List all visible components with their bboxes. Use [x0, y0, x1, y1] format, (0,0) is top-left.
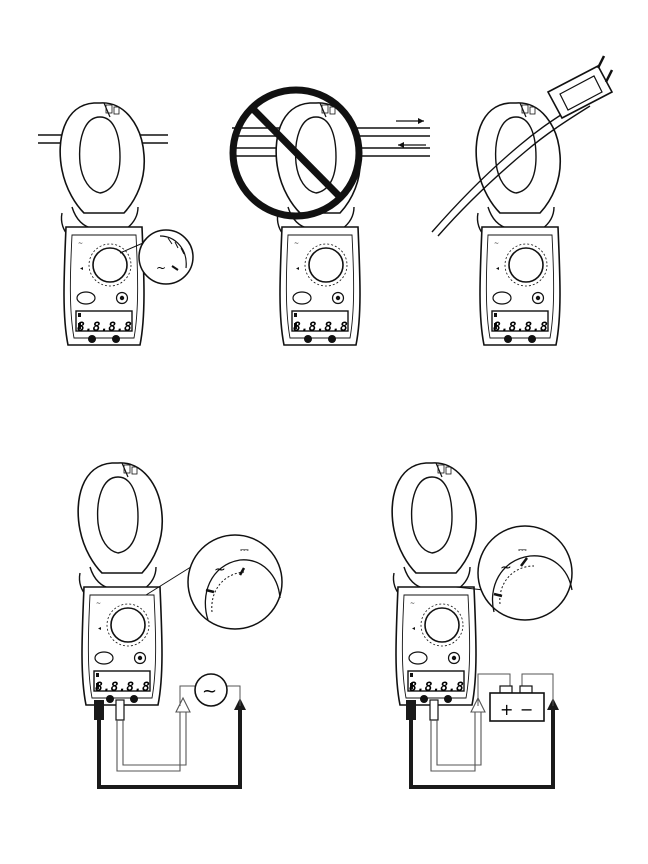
- dc-symbol: ⎓: [240, 543, 249, 556]
- battery-icon: [490, 693, 544, 721]
- panel-dc-voltage-battery: 8.8.8.8 ~ ⎓ + −: [392, 463, 572, 787]
- black-lead-plug: [94, 700, 104, 720]
- clamp-meter: [276, 103, 360, 345]
- battery-plus-label: +: [500, 700, 513, 719]
- clamp-meter: [60, 103, 144, 345]
- clamp-meter: [392, 463, 476, 705]
- lcd-display: 8.8.8.8: [493, 320, 548, 335]
- red-test-lead: [117, 710, 186, 771]
- dial-zoom-callout: [139, 230, 193, 284]
- red-lead-plug: [430, 700, 438, 720]
- clamp-meter: [78, 463, 162, 705]
- red-lead-plug: [116, 700, 124, 720]
- clamp-meter: [476, 103, 560, 345]
- ac-symbol: ~: [214, 562, 226, 578]
- ac-symbol: ~: [156, 261, 166, 275]
- lcd-display: 8.8.8.8: [95, 680, 150, 695]
- panel-ac-voltage-test-leads: 8.8.8.8 ~ ⎓ ~: [78, 463, 282, 787]
- panel-clamp-cord-correct: 8.8.8.8: [432, 56, 612, 345]
- dial-zoom-callout: [478, 526, 572, 620]
- panel-ac-clamp-correct: 8.8.8.8 ~: [38, 103, 193, 345]
- ac-symbol: ~: [500, 560, 512, 576]
- ac-source-symbol: ~: [202, 681, 217, 702]
- panel-clamp-both-conductors: 8.8.8.8: [232, 90, 430, 345]
- black-lead-plug: [406, 700, 416, 720]
- lcd-display: 8.8.8.8: [293, 320, 348, 335]
- lcd-display: 8.8.8.8: [409, 680, 464, 695]
- dial-zoom-callout: [188, 535, 282, 629]
- battery-minus-label: −: [520, 700, 533, 719]
- dc-symbol: ⎓: [518, 543, 527, 556]
- lcd-display: 8.8.8.8: [77, 320, 132, 335]
